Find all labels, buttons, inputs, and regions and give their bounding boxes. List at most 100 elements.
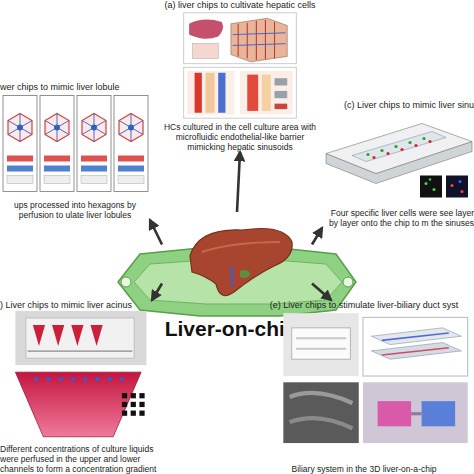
biliary-chip-illustration-part xyxy=(283,313,358,376)
panel-caption: Biliary system in the 3D liver-on-a-chip xyxy=(254,464,474,474)
hepatic-cell-illustration-part-part xyxy=(233,44,286,46)
sinusoid-chip-schematic-part xyxy=(352,132,446,162)
acinus-chip-illustration-part-part xyxy=(83,377,87,381)
liver-illustration-part xyxy=(202,242,280,252)
sinusoid-chip-schematic-part xyxy=(372,140,431,159)
panel-title: (e) Liver chips to stimulate liver-bilia… xyxy=(254,300,474,311)
lobule-panels-part xyxy=(114,96,148,192)
biliary-chip-illustration-part xyxy=(296,337,346,339)
biliary-chip-illustration-part xyxy=(422,401,456,426)
hepatic-cell-illustration-part xyxy=(189,20,223,39)
biliary-chip-illustration-part xyxy=(378,401,412,426)
acinus-chip-illustration-part-part xyxy=(71,377,75,381)
hepatic-cell-illustration-part xyxy=(184,13,297,64)
acinus-chip-illustration-part xyxy=(34,377,124,381)
panel-caption: Different concentrations of culture liqu… xyxy=(0,444,160,474)
sinusoid-chip-schematic-part xyxy=(429,178,431,180)
connector-arrow xyxy=(150,220,162,245)
acinus-chip-illustration-part-part xyxy=(59,377,63,381)
sinusoid-chip-schematic-part-part xyxy=(372,156,375,159)
panel-box: wer chips to mimic liver lobule ups proc… xyxy=(0,82,150,220)
hepatic-cell-illustration-part xyxy=(205,73,214,113)
sinusoid-chip-schematic-part-part xyxy=(408,141,411,144)
panel-box: ) Liver chips to mimic liver acinus Diff… xyxy=(0,300,160,474)
acinus-chip-illustration-part-part xyxy=(95,377,99,381)
acinus-chip-illustration-part-part xyxy=(120,377,124,381)
acinus-chip-illustration-part xyxy=(52,325,64,346)
hepatic-cell-illustration xyxy=(160,11,320,120)
hepatic-cell-illustration-part xyxy=(233,33,286,46)
panel-box: (e) Liver chips to stimulate liver-bilia… xyxy=(254,300,474,474)
sinusoid-chip-schematic-part-part xyxy=(366,153,369,156)
lobule-panels-part xyxy=(40,96,74,192)
panel-title: (a) liver chips to cultivate hepatic cel… xyxy=(160,0,320,11)
sinusoid-chip-schematic-part xyxy=(461,190,464,193)
acinus-chip-illustration-part xyxy=(15,372,141,437)
biliary-chip-illustration-part xyxy=(371,328,461,345)
biliary-chip-illustration-part xyxy=(363,317,468,376)
biliary-chip-illustration-part xyxy=(371,343,461,360)
connector-arrow xyxy=(312,228,322,245)
chip-port xyxy=(121,277,131,287)
sinusoid-chip-schematic-part xyxy=(420,176,442,198)
hepatic-cell-illustration-part xyxy=(240,71,293,115)
hepatic-cell-illustration-part xyxy=(195,73,202,113)
biliary-chip-illustration-part xyxy=(290,393,353,403)
lobule-panels-part xyxy=(77,96,111,192)
biliary-chip-illustration-part xyxy=(382,348,449,355)
sinusoid-chip-schematic-part xyxy=(366,137,425,156)
hepatic-cell-illustration-part-part xyxy=(238,24,239,57)
sinusoid-chip-schematic-part xyxy=(433,188,436,191)
acinus-chip-illustration-part-part xyxy=(122,402,127,407)
panel-title: wer chips to mimic liver lobule xyxy=(0,82,150,93)
hepatic-cell-illustration-part xyxy=(231,18,287,62)
acinus-chip-illustration-part xyxy=(15,311,146,365)
sinusoid-chip-schematic-part xyxy=(425,182,428,185)
hepatic-cell-illustration-part-part xyxy=(233,33,286,35)
acinus-chip-illustration-part-part xyxy=(131,411,136,416)
hepatic-cell-illustration-part xyxy=(238,20,274,60)
hepatic-cell-illustration-part xyxy=(247,75,258,111)
liver-illustration-part xyxy=(238,266,240,286)
acinus-chip-illustration-part xyxy=(26,318,134,358)
sinusoid-chip-schematic-part xyxy=(446,176,468,198)
sinusoid-chip-schematic-part-part xyxy=(386,152,389,155)
acinus-chip-illustration-part-part xyxy=(122,411,127,416)
acinus-chip-illustration-part xyxy=(90,325,102,346)
liver-illustration-part xyxy=(231,266,233,286)
hepatic-cell-illustration-part-part xyxy=(247,23,248,58)
sinusoid-chip-schematic xyxy=(322,111,474,206)
sinusoid-chip-schematic-part xyxy=(326,124,472,174)
sinusoid-chip-schematic-part-part xyxy=(380,149,383,152)
biliary-chip-illustration-part xyxy=(382,333,449,340)
hepatic-cell-illustration-part xyxy=(193,44,218,59)
panel-caption: Four specific liver cells were see layer… xyxy=(322,208,474,228)
panel-title: (c) Liver chips to mimic liver sinu xyxy=(322,100,474,111)
sinusoid-chip-schematic-part-part xyxy=(400,148,403,151)
hepatic-cell-illustration-part-part xyxy=(265,20,266,59)
liver-illustration-part xyxy=(190,229,292,296)
lobule-panels-part xyxy=(3,96,37,192)
hepatic-cell-illustration-part xyxy=(218,73,225,113)
hepatic-cell-illustration-part-part xyxy=(274,22,275,58)
hepatic-cell-illustration-part xyxy=(275,104,288,109)
acinus-chip-illustration-part-part xyxy=(139,402,144,407)
sinusoid-chip-schematic-part-part xyxy=(428,140,431,143)
panel-box: (c) Liver chips to mimic liver sinu Four… xyxy=(322,100,474,228)
panel-title: ) Liver chips to mimic liver acinus xyxy=(0,300,160,311)
biliary-chip-illustration-part xyxy=(290,418,353,428)
panel-caption: ups processed into hexagons by perfusion… xyxy=(0,200,150,220)
panel-caption: HCs cultured in the cell culture area wi… xyxy=(160,122,320,152)
hepatic-cell-illustration-part-part xyxy=(256,21,257,60)
acinus-chip-illustration-part-part xyxy=(34,377,38,381)
panel-box: (a) liver chips to cultivate hepatic cel… xyxy=(160,0,320,152)
acinus-chip-illustration xyxy=(0,311,160,442)
sinusoid-chip-schematic-part-part xyxy=(422,137,425,140)
biliary-chip-illustration-part xyxy=(411,412,421,415)
acinus-chip-illustration-part xyxy=(71,325,83,346)
lobule-panels xyxy=(0,93,150,198)
acinus-chip-illustration-part-part xyxy=(139,393,144,398)
hepatic-cell-illustration-part xyxy=(275,91,288,98)
biliary-chip-illustration-part xyxy=(292,328,351,359)
